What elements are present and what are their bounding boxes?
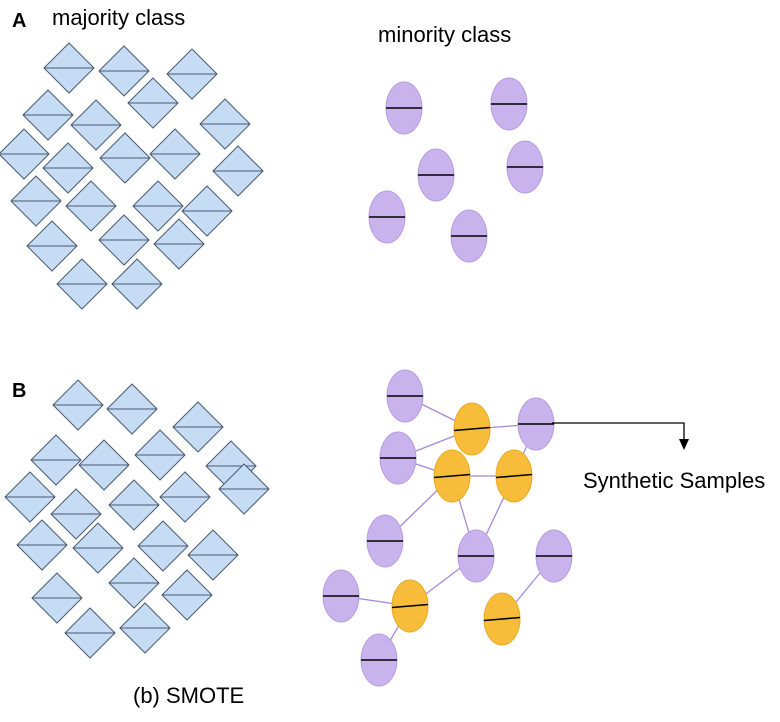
diamond-sample-icon <box>78 439 130 491</box>
ellipse-sample-icon <box>450 209 488 263</box>
diamond-sample-icon <box>4 471 56 523</box>
diamond-sample-icon <box>119 602 171 654</box>
diamond-sample-icon <box>199 98 251 150</box>
synthetic-samples <box>391 402 533 646</box>
arrow-down-icon <box>679 439 689 450</box>
diamond-sample-icon <box>31 572 83 624</box>
diamond-sample-icon <box>43 42 95 94</box>
diamond-sample-icon <box>153 218 205 270</box>
ellipse-sample-icon <box>379 431 417 485</box>
synthetic-samples-label: Synthetic Samples <box>583 468 766 493</box>
diamond-sample-icon <box>52 379 104 431</box>
diamond-sample-icon <box>108 479 160 531</box>
majority-class-samples-a <box>0 42 264 310</box>
diamond-sample-icon <box>65 180 117 232</box>
ellipse-sample-icon <box>517 397 555 451</box>
ellipse-synthetic-icon <box>495 449 533 503</box>
panel-b-letter: B <box>12 380 27 402</box>
diamond-sample-icon <box>218 463 270 515</box>
diamond-sample-icon <box>22 89 74 141</box>
synthetic-pointer-arrow <box>552 422 689 450</box>
diamond-sample-icon <box>10 175 62 227</box>
ellipse-synthetic-icon <box>483 592 521 646</box>
diamond-sample-icon <box>98 45 150 97</box>
diamond-sample-icon <box>50 488 102 540</box>
ellipse-sample-icon <box>490 77 528 131</box>
minority-class-samples-b <box>322 369 573 687</box>
diamond-sample-icon <box>16 519 68 571</box>
minority-class-label: minority class <box>378 22 512 47</box>
diamond-sample-icon <box>30 434 82 486</box>
diamond-sample-icon <box>108 557 160 609</box>
diamond-sample-icon <box>161 569 213 621</box>
ellipse-sample-icon <box>360 633 398 687</box>
diamond-sample-icon <box>0 128 50 180</box>
diamond-sample-icon <box>149 128 201 180</box>
ellipse-sample-icon <box>322 569 360 623</box>
diamond-sample-icon <box>72 522 124 574</box>
ellipse-synthetic-icon <box>453 402 491 456</box>
diamond-sample-icon <box>134 429 186 481</box>
diamond-sample-icon <box>159 471 211 523</box>
diamond-sample-icon <box>181 185 233 237</box>
diamond-sample-icon <box>127 77 179 129</box>
diamond-sample-icon <box>172 401 224 453</box>
majority-class-samples-b <box>4 379 270 659</box>
pointer-line <box>552 422 685 440</box>
diamond-sample-icon <box>132 180 184 232</box>
ellipse-sample-icon <box>385 81 423 135</box>
majority-class-label: majority class <box>52 5 186 30</box>
diamond-sample-icon <box>111 258 163 310</box>
ellipse-sample-icon <box>368 190 406 244</box>
diamond-sample-icon <box>166 48 218 100</box>
figure-caption: (b) SMOTE <box>133 683 245 708</box>
ellipse-synthetic-icon <box>391 579 429 633</box>
ellipse-sample-icon <box>506 140 544 194</box>
diamond-sample-icon <box>99 132 151 184</box>
ellipse-sample-icon <box>417 148 455 202</box>
ellipse-sample-icon <box>366 514 404 568</box>
diamond-sample-icon <box>187 529 239 581</box>
ellipse-sample-icon <box>457 529 495 583</box>
panel-a-letter: A <box>12 10 27 32</box>
diamond-sample-icon <box>64 607 116 659</box>
diamond-sample-icon <box>98 214 150 266</box>
minority-class-samples-a <box>368 77 544 263</box>
diamond-sample-icon <box>56 258 108 310</box>
ellipse-synthetic-icon <box>433 449 471 503</box>
diamond-sample-icon <box>42 142 94 194</box>
diamond-sample-icon <box>70 99 122 151</box>
ellipse-sample-icon <box>535 529 573 583</box>
diamond-sample-icon <box>137 520 189 572</box>
ellipse-sample-icon <box>386 369 424 423</box>
diamond-sample-icon <box>106 383 158 435</box>
diamond-sample-icon <box>26 220 78 272</box>
diamond-sample-icon <box>212 145 264 197</box>
